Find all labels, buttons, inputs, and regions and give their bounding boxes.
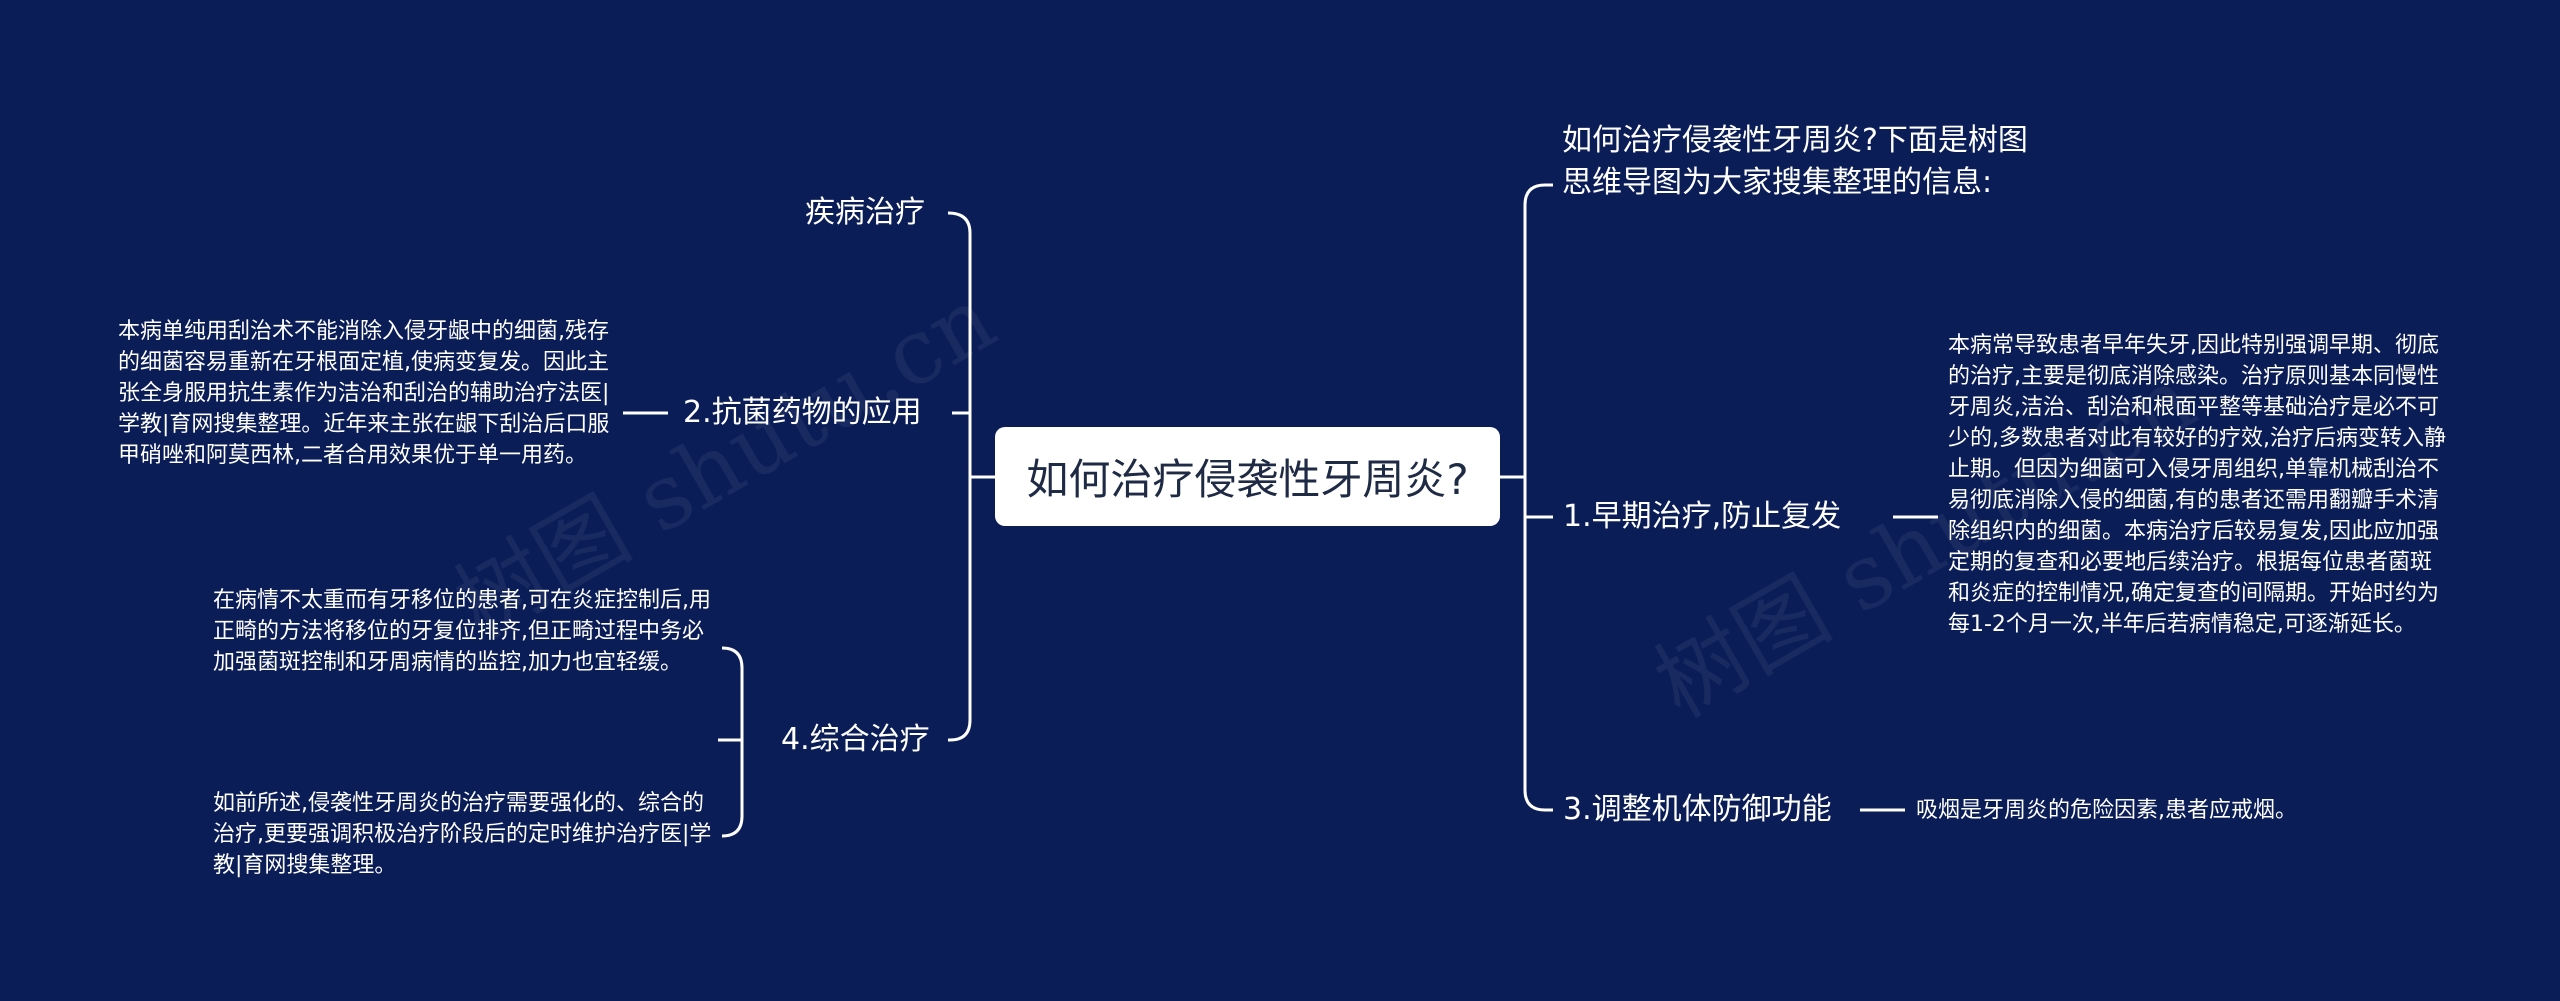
branch-comprehensive-treatment[interactable]: 4.综合治疗: [781, 722, 930, 757]
branch-disease-treatment[interactable]: 疾病治疗: [805, 195, 925, 230]
branch-early-treatment-detail[interactable]: 本病常导致患者早年失牙,因此特别强调早期、彻底的治疗,主要是彻底消除感染。治疗原…: [1948, 333, 2446, 637]
root-title: 如何治疗侵袭性牙周炎?: [1026, 455, 1469, 504]
left-spine: [947, 211, 972, 742]
branch-adjust-defense[interactable]: 3.调整机体防御功能: [1563, 792, 1832, 827]
right-spine: [1523, 183, 1553, 812]
branch-antibiotics-detail[interactable]: 本病单纯用刮治术不能消除入侵牙龈中的细菌,残存的细菌容易重新在牙根面定植,使病变…: [118, 319, 610, 468]
branch-comprehensive-detail-1[interactable]: 在病情不太重而有牙移位的患者,可在炎症控制后,用正畸的方法将移位的牙复位排齐,但…: [213, 588, 711, 675]
intro-text[interactable]: 如何治疗侵袭性牙周炎?下面是树图思维导图为大家搜集整理的信息:: [1562, 123, 2028, 200]
branch-early-treatment[interactable]: 1.早期治疗,防止复发: [1563, 499, 1842, 534]
branch-antibiotics[interactable]: 2.抗菌药物的应用: [683, 395, 922, 430]
branch-4-bracket: [718, 646, 744, 838]
root-topic[interactable]: 如何治疗侵袭性牙周炎?: [995, 427, 1500, 526]
branch-comprehensive-detail-2[interactable]: 如前所述,侵袭性牙周炎的治疗需要强化的、综合的治疗,更要强调积极治疗阶段后的定时…: [213, 791, 712, 878]
branch-adjust-defense-detail[interactable]: 吸烟是牙周炎的危险因素,患者应戒烟。: [1916, 798, 2297, 823]
